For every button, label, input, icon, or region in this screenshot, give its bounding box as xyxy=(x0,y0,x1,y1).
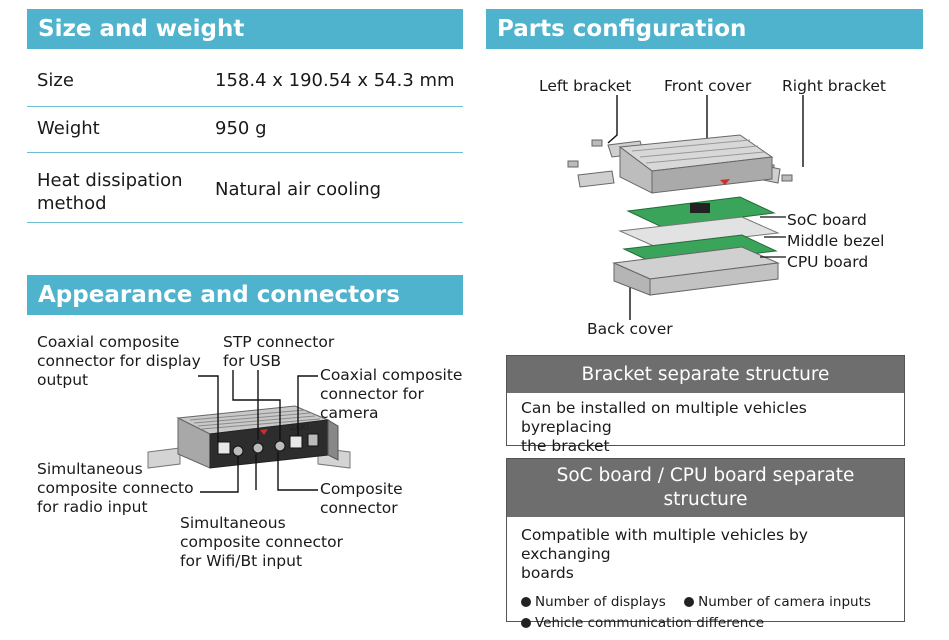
spec-label: Size xyxy=(37,70,74,91)
spec-value: Natural air cooling xyxy=(215,179,382,200)
size-weight-header: Size and weight xyxy=(27,9,463,49)
bullet-item: Number of camera inputs xyxy=(684,594,871,610)
box-title-line: structure xyxy=(663,489,748,510)
bullet-item: Vehicle communication difference xyxy=(521,615,764,631)
bracket-structure-box: Bracket separate structure Can be instal… xyxy=(506,355,905,455)
label-line: for USB xyxy=(223,352,282,370)
label-back-cover: Back cover xyxy=(587,320,673,338)
label-composite: Composite connector xyxy=(320,480,403,518)
label-line: camera xyxy=(320,404,379,422)
bullet-list: Number of displays Number of camera inpu… xyxy=(521,592,890,634)
label-radio: Simultaneous composite connecto for radi… xyxy=(37,460,194,517)
label-coax-display: Coaxial composite connector for display … xyxy=(37,333,201,390)
bullet-icon xyxy=(521,618,531,628)
spec-label-line: method xyxy=(37,193,107,214)
appearance-header: Appearance and connectors xyxy=(27,275,463,315)
leader-right-bracket xyxy=(802,95,804,167)
spec-label: Weight xyxy=(37,118,100,139)
device-logo: ZAKI xyxy=(290,423,309,432)
spec-row-weight: Weight 950 g xyxy=(27,106,463,153)
bullet-text: Vehicle communication difference xyxy=(535,615,765,631)
label-line: for Wifi/Bt input xyxy=(180,552,303,570)
label-right-bracket: Right bracket xyxy=(782,77,887,95)
label-left-bracket: Left bracket xyxy=(539,77,632,95)
label-line: connector for display xyxy=(37,352,201,370)
spec-value: 158.4 x 190.54 x 54.3 mm xyxy=(215,70,455,91)
spec-label-line: Heat dissipation xyxy=(37,170,183,191)
label-line: Coaxial composite xyxy=(320,366,463,384)
label-line: composite connector xyxy=(180,533,343,551)
label-line: for radio input xyxy=(37,498,148,516)
box-title: Bracket separate structure xyxy=(507,356,904,393)
label-line: output xyxy=(37,371,89,389)
exploded-view-illustration xyxy=(567,95,793,320)
spec-row-size: Size 158.4 x 190.54 x 54.3 mm xyxy=(27,60,463,107)
bullet-text: Number of camera inputs xyxy=(698,594,871,610)
box-body-line: boards xyxy=(521,564,574,582)
label-line: Simultaneous xyxy=(37,460,143,478)
label-line: Coaxial composite xyxy=(37,333,180,351)
bullet-icon xyxy=(521,597,531,607)
label-coax-camera: Coaxial composite connector for camera xyxy=(320,366,462,423)
label-line: connector xyxy=(320,499,398,517)
parts-header: Parts configuration xyxy=(486,9,923,49)
bullet-item: Number of displays xyxy=(521,594,666,610)
label-middle-bezel: Middle bezel xyxy=(787,232,885,250)
label-cpu-board: CPU board xyxy=(787,253,869,271)
box-body-line: Compatible with multiple vehicles by exc… xyxy=(521,526,808,563)
box-title-line: SoC board / CPU board separate xyxy=(556,465,855,486)
box-title: SoC board / CPU board separate structure xyxy=(507,459,904,517)
label-stp-usb: STP connector for USB xyxy=(223,333,334,371)
box-body-line: Can be installed on multiple vehicles by… xyxy=(521,399,807,436)
bullet-icon xyxy=(684,597,695,607)
device-front-illustration: ZAKI xyxy=(147,370,351,493)
label-line: STP connector xyxy=(223,333,335,351)
label-front-cover: Front cover xyxy=(664,77,752,95)
label-line: Simultaneous xyxy=(180,514,286,532)
label-soc-board: SoC board xyxy=(787,211,867,229)
spec-row-heat: Heat dissipation method Natural air cool… xyxy=(27,152,463,223)
bullet-text: Number of displays xyxy=(535,594,666,610)
box-body: Compatible with multiple vehicles by exc… xyxy=(507,517,904,640)
soc-cpu-structure-box: SoC board / CPU board separate structure… xyxy=(506,458,905,631)
spec-label: Heat dissipation method xyxy=(37,169,183,215)
spec-value: 950 g xyxy=(215,118,267,139)
box-body: Can be installed on multiple vehicles by… xyxy=(507,393,904,462)
label-line: connector for xyxy=(320,385,424,403)
label-line: Composite xyxy=(320,480,403,498)
label-wifi: Simultaneous composite connector for Wif… xyxy=(180,514,343,571)
label-line: composite connecto xyxy=(37,479,194,497)
box-body-line: the bracket xyxy=(521,437,610,455)
